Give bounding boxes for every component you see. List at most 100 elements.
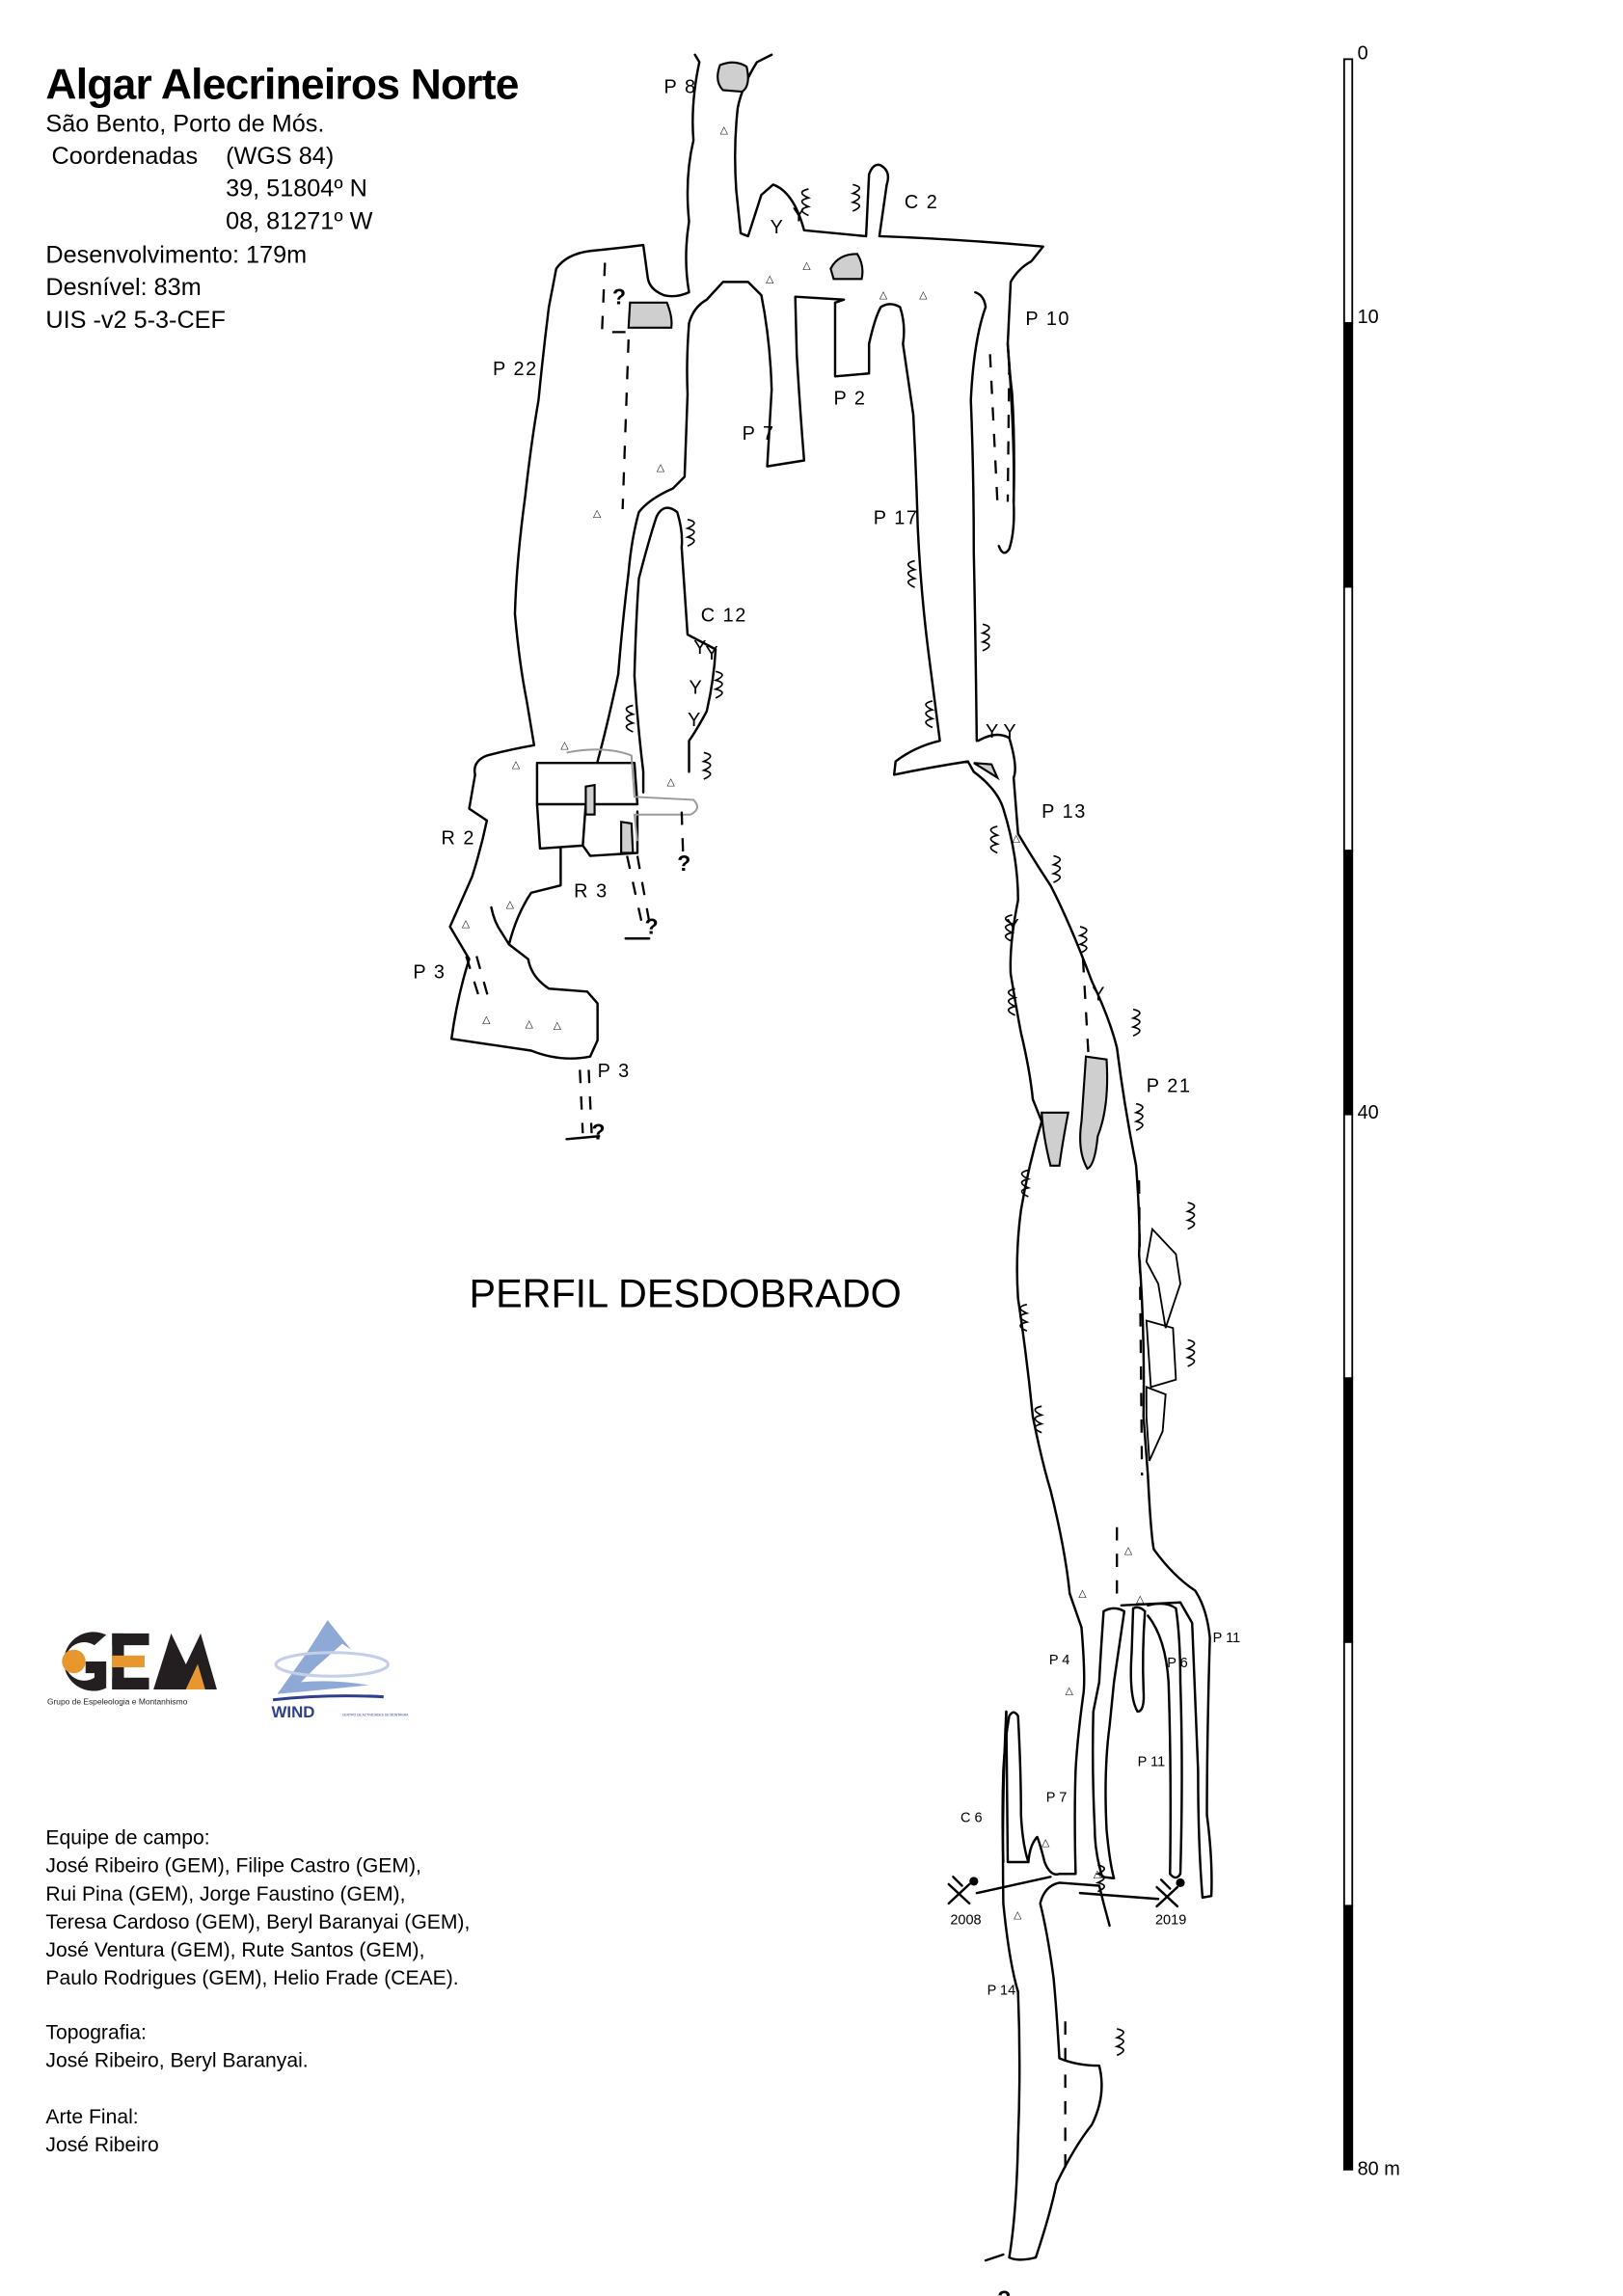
cave-title: Algar Alecrineiros Norte [45, 62, 518, 109]
unexplored-marker: ? [997, 2286, 1011, 2296]
field-team-line: Paulo Rodrigues (GEM), Helio Frade (CEAE… [45, 1967, 458, 1989]
svg-text:△: △ [1066, 1685, 1074, 1697]
svg-text:△: △ [1136, 1593, 1145, 1606]
boulder [584, 783, 596, 816]
svg-text:△: △ [482, 1013, 491, 1025]
svg-text:△: △ [526, 1017, 534, 1030]
cave-wall-p10-right [997, 342, 1015, 554]
svg-text:△: △ [1014, 1908, 1022, 1921]
pick-and-shovel-icon [1155, 1878, 1179, 1908]
svg-text:△: △ [802, 259, 811, 272]
field-team-line: José Ventura (GEM), Rute Santos (GEM), [45, 1939, 424, 1961]
boulder [1041, 1111, 1070, 1167]
scale-label-10: 10 [1358, 307, 1379, 328]
svg-text:△: △ [1124, 1544, 1133, 1556]
label-c12: C 12 [701, 605, 747, 626]
longitude: 08, 81271º W [226, 207, 372, 234]
label-p21: P 21 [1147, 1075, 1192, 1096]
svg-text:△: △ [667, 775, 676, 788]
svg-text:△: △ [720, 123, 729, 136]
unexplored-marker: ? [592, 1119, 606, 1144]
cave-wall-p6 [1129, 1606, 1147, 1714]
scale-label-0: 0 [1358, 42, 1368, 64]
svg-text:△: △ [554, 1019, 562, 1032]
svg-text:Y: Y [705, 643, 719, 664]
svg-text:Y: Y [690, 677, 704, 698]
boulder [1079, 1055, 1109, 1171]
unexplored-marker: ? [677, 851, 690, 876]
uis-grade: UIS -v2 5-3-CEF [45, 307, 226, 334]
svg-text:△: △ [1078, 1587, 1087, 1600]
datum: (WGS 84) [226, 143, 334, 170]
credits: Equipe de campo: José Ribeiro (GEM), Fil… [45, 1827, 470, 2156]
svg-text:△: △ [1013, 831, 1021, 844]
label-p3-a: P 3 [413, 962, 446, 984]
label-p3-b: P 3 [598, 1061, 631, 1082]
scale-bar-segment [1342, 1640, 1354, 1907]
field-team-line: Teresa Cardoso (GEM), Beryl Baranyai (GE… [45, 1911, 470, 1933]
field-team-line: José Ribeiro (GEM), Filipe Castro (GEM), [45, 1855, 420, 1877]
coordinates-label: Coordenadas [52, 143, 199, 170]
dashed-line-p22 [621, 339, 630, 510]
field-team-label: Equipe de campo: [45, 1827, 209, 1850]
survey-year-2019: 2019 [1155, 1912, 1186, 1928]
svg-text:△: △ [919, 288, 928, 301]
unexplored-marker: ? [645, 914, 659, 939]
boulder [620, 821, 635, 854]
cave-wall-c12-left [596, 322, 690, 763]
label-c2: C 2 [905, 192, 939, 213]
svg-text:△: △ [1094, 1867, 1102, 1879]
survey-line-2019: 2019 [1078, 1877, 1186, 1928]
label-p13: P 13 [1041, 801, 1087, 823]
svg-text:△: △ [657, 461, 665, 473]
passage-labels: P 8 C 2 P 10 P 22 P 2 P 7 P 17 C 12 P 13… [413, 77, 1240, 1999]
artwork-name: José Ribeiro [45, 2134, 158, 2156]
development: Desenvolvimento: 179m [45, 242, 307, 269]
svg-text:Y: Y [1003, 721, 1017, 743]
label-p17: P 17 [874, 507, 919, 528]
svg-text:△: △ [1041, 1836, 1050, 1849]
scale-bar-segment [1342, 322, 1354, 588]
label-p7-top: P 7 [743, 423, 775, 445]
dashed-line-r3 [465, 811, 685, 1134]
unexplored-markers: ? ? ? ? ? [592, 284, 1012, 2296]
boulder [627, 301, 673, 329]
label-p10: P 10 [1025, 309, 1070, 330]
label-p7-bottom: P 7 [1046, 1790, 1068, 1805]
cave-wall-p11-inner [1091, 1607, 1126, 1880]
label-p11-a: P 11 [1213, 1631, 1241, 1646]
dashed-line-entry [601, 262, 635, 334]
svg-text:Y: Y [771, 217, 785, 238]
pick-and-shovel-icon [947, 1876, 971, 1905]
label-c6: C 6 [960, 1811, 983, 1826]
cave-wall-r2-r3 [490, 761, 639, 946]
scale-bar-segment [1342, 1377, 1354, 1643]
scale-bar: 0 10 40 80 m [1342, 42, 1400, 2179]
label-p6: P 6 [1167, 1656, 1188, 1671]
boulder [973, 762, 1000, 781]
scallop-marks [625, 183, 1196, 2057]
gem-logo-subtitle: Grupo de Espeleologia e Montanhismo [47, 1696, 188, 1706]
svg-text:Y: Y [693, 637, 708, 659]
label-p2: P 2 [833, 388, 866, 409]
rock-blocks [1145, 1227, 1181, 1462]
svg-text:△: △ [560, 739, 569, 751]
gem-logo: Grupo de Espeleologia e Montanhismo [47, 1632, 217, 1706]
debris-marks: △△△ △△△ △△△ △△△ △△△ △△△ △△△ △△ [462, 123, 1145, 1921]
boulder [717, 61, 749, 94]
cave-wall-c12-pillar [633, 506, 717, 794]
dashed-line-p21 [1081, 959, 1091, 1063]
cave-wall-p14 [1001, 1710, 1111, 2261]
scale-bar-segment [1342, 1904, 1354, 2171]
wind-logo-text: WIND [272, 1703, 315, 1721]
svg-text:Y: Y [688, 710, 702, 731]
label-r2: R 2 [441, 827, 475, 849]
field-team-line: Rui Pina (GEM), Jorge Faustino (GEM), [45, 1883, 405, 1905]
wind-logo: WIND CENTRO DE ACTIVIDADES DE MONTANHA [272, 1620, 409, 1721]
scale-label-80: 80 m [1358, 2158, 1400, 2179]
svg-text:Y: Y [986, 721, 1000, 743]
survey-line-2008: 2008 [947, 1876, 1052, 1928]
boulder [829, 253, 864, 281]
survey-names: José Ribeiro, Beryl Baranyai. [45, 2050, 308, 2072]
